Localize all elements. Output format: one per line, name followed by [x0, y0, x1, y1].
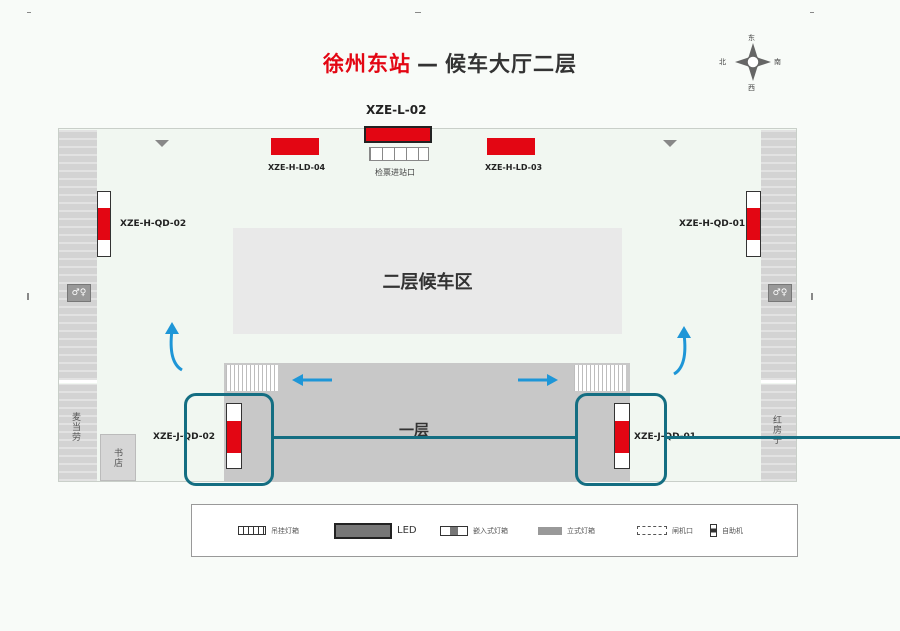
ceiling-marker-icon: [155, 140, 169, 147]
left-arrow-icon: [292, 374, 332, 386]
hanging-lightbox-ld04: [271, 138, 319, 155]
compass-bottom-label: 西: [748, 84, 755, 92]
page-tick-mark: [27, 12, 31, 13]
left-corridor-divider: [59, 380, 97, 383]
embedded-lightbox-qd02: [97, 191, 111, 257]
embedded-lightbox-qd01: [746, 191, 761, 257]
ld03-label: XZE-H-LD-03: [485, 163, 543, 172]
ticket-gates: [369, 147, 429, 161]
ticket-machine-icon: [710, 524, 717, 537]
left-corridor: [59, 130, 97, 380]
embedded-lightbox-icon: [440, 525, 468, 536]
page-tick-mark: [27, 293, 29, 300]
led-screen: [364, 126, 432, 143]
mcdonalds-shop-label: 麦当劳: [72, 413, 82, 443]
compass-top-label: 东: [748, 34, 755, 42]
gate-label: 检票进站口: [375, 168, 415, 177]
embedded-lightbox-jqd02: [226, 403, 242, 469]
restroom-icon: ♂♀: [67, 284, 91, 302]
highlight-box-left[interactable]: [184, 393, 274, 486]
escalator-right: [574, 365, 626, 391]
bookstore-shop-label: 书店: [114, 449, 124, 469]
legend-item: 自助机: [710, 505, 743, 556]
waiting-area: 二层候车区: [233, 228, 622, 334]
embedded-lightbox-jqd01: [614, 403, 630, 469]
legend-item: 立式灯箱: [538, 505, 595, 556]
escalator-left: [226, 365, 278, 391]
compass-right-label: 南: [774, 58, 781, 66]
legend-led: LED: [397, 525, 417, 536]
highlight-box-right[interactable]: [575, 393, 667, 486]
left-corridor-lower: [59, 384, 97, 481]
compass: 东 北 南 西: [719, 33, 781, 92]
diagram-title: 徐州东站—候车大厅二层: [0, 48, 900, 78]
right-corridor-lower: [761, 384, 796, 481]
legend-item: 闸机口: [637, 505, 693, 556]
compass-left-label: 北: [719, 58, 726, 66]
legend-standing-lightbox: 立式灯箱: [567, 526, 595, 535]
restroom-icon: ♂♀: [768, 284, 792, 302]
led-label: XZE-L-02: [366, 103, 427, 117]
legend-ticket-machine: 自助机: [722, 526, 743, 535]
standing-lightbox-icon: [538, 526, 562, 535]
floor-one-void: 一层: [224, 363, 630, 482]
hall-name: 候车大厅二层: [445, 52, 577, 76]
jqd02-label: XZE-J-QD-02: [153, 432, 215, 442]
legend-item: 吊挂灯箱: [238, 505, 299, 556]
led-screen-icon: [334, 522, 392, 539]
red-house-shop-label: 红房子: [773, 416, 783, 446]
legend-item: LED: [334, 505, 417, 556]
hanging-lightbox-icon: [238, 526, 266, 535]
page-tick-mark: [810, 12, 814, 13]
right-corridor: [761, 130, 796, 380]
waiting-area-label: 二层候车区: [382, 272, 473, 293]
legend-embedded-lightbox: 嵌入式灯箱: [473, 526, 508, 535]
title-dash: —: [417, 52, 439, 76]
station-name: 徐州东站: [323, 52, 411, 76]
legend-item: 嵌入式灯箱: [440, 505, 508, 556]
up-arrow-icon: [673, 326, 691, 376]
ld04-label: XZE-H-LD-04: [268, 163, 326, 172]
compass-rose-icon: [735, 43, 771, 81]
up-arrow-icon: [165, 322, 183, 372]
right-arrow-icon: [518, 374, 558, 386]
legend-hanging-lightbox: 吊挂灯箱: [271, 526, 299, 535]
highlight-connector-line: [273, 436, 576, 439]
bookstore-shop: 书店: [100, 434, 136, 481]
highlight-pointer-line: [666, 436, 900, 439]
legend-gate: 闸机口: [672, 526, 693, 535]
hanging-lightbox-ld03: [487, 138, 535, 155]
legend: 吊挂灯箱 LED 嵌入式灯箱 立式灯箱 闸机口 自助机: [191, 504, 798, 557]
qd01-label: XZE-H-QD-01: [679, 219, 746, 229]
gate-icon: [637, 526, 667, 535]
page-tick-mark: [415, 12, 421, 13]
floor-one-label: 一层: [399, 421, 430, 439]
ceiling-marker-icon: [663, 140, 677, 147]
qd02-label: XZE-H-QD-02: [120, 219, 187, 229]
page-tick-mark: [811, 293, 813, 300]
right-corridor-divider: [761, 380, 796, 383]
